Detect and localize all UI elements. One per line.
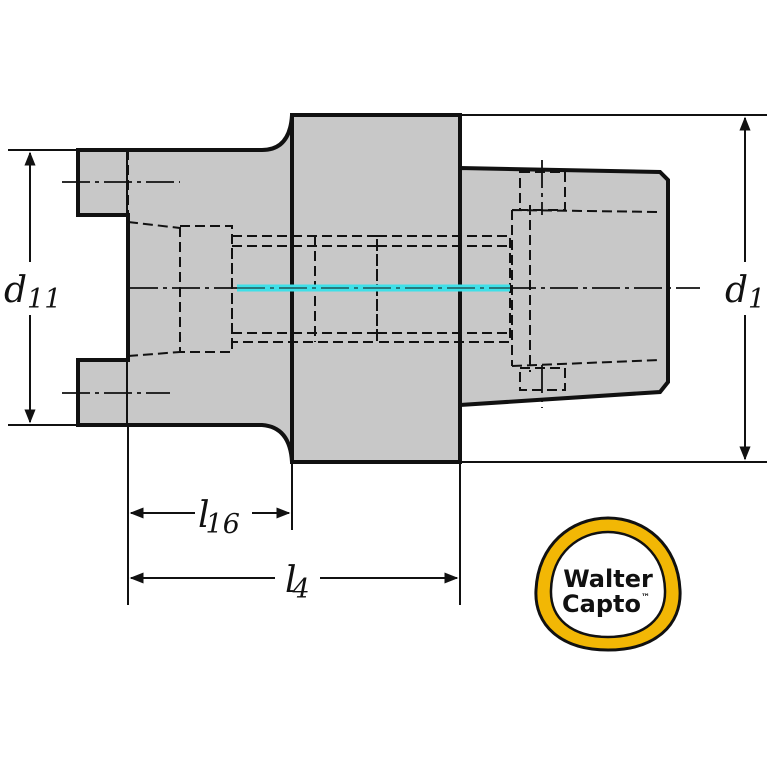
bore-left — [179, 225, 233, 353]
logo-capto-text: Capto™ — [562, 590, 650, 618]
l16-label: l16 — [198, 495, 240, 540]
d1-extension-lines — [460, 114, 767, 463]
d11-label: d11 — [4, 270, 61, 315]
logo-walter-text: Walter — [563, 565, 653, 593]
walter-capto-logo: Walter Capto™ — [534, 516, 682, 652]
bore-inner-lines — [232, 236, 510, 342]
d11-extension-lines — [8, 149, 78, 426]
length-extension-lines — [127, 425, 461, 605]
dimension-lines — [8, 114, 767, 605]
bore-left-taper — [127, 221, 181, 357]
d1-label: d1 — [725, 270, 765, 315]
neck-section — [128, 120, 292, 460]
logo-inner-disc — [549, 530, 667, 639]
left-coupling-section — [76, 148, 130, 427]
dimension-labels: d11 d1 l16 l4 — [4, 270, 765, 605]
l4-label: l4 — [285, 560, 310, 605]
